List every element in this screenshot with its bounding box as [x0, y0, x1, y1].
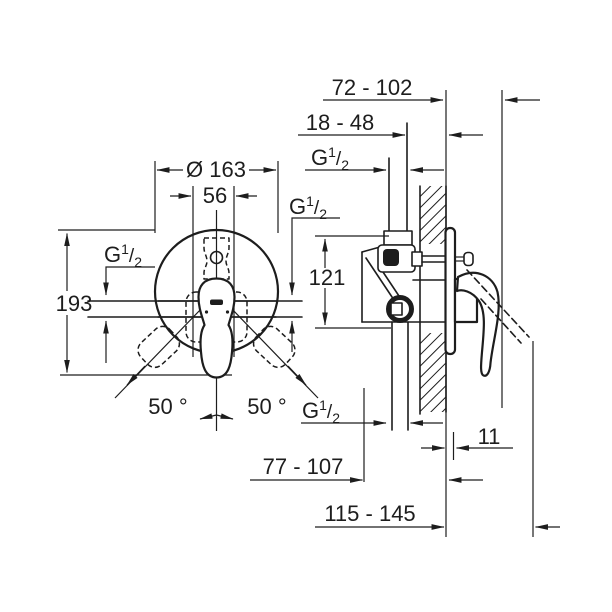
dim-g12-left-label: G1/2 [104, 241, 142, 270]
front-view [58, 161, 319, 431]
dim-50-left-label: 50 ° [148, 394, 187, 419]
screw-cap [463, 251, 474, 267]
dim-g12-mid-label: G1/2 [289, 193, 327, 222]
brand-mark-side [383, 249, 399, 266]
handle-dot-left [204, 310, 209, 314]
cartridge-screw-hole [209, 250, 224, 265]
arc-arrow-left [199, 413, 217, 420]
dim-11-label: 11 [478, 424, 501, 449]
dimension-annotations: 72 - 102 18 - 48 G1/2 G1/2 Ø 163 56 G1/2… [56, 75, 560, 537]
body-brace-1 [361, 246, 381, 253]
dim-g12-bottom-label: G1/2 [302, 397, 340, 426]
dim-g12-upper-label: G1/2 [311, 144, 349, 173]
handle-dot-right [225, 310, 230, 314]
lever-handle-side [455, 271, 500, 377]
dim-18-48-label: 18 - 48 [306, 110, 375, 135]
outlet-port-notch [390, 302, 403, 316]
handle-position-right-dashed [252, 325, 296, 369]
wall-hatch-lower [420, 333, 446, 412]
dim-50-right-label: 50 ° [247, 394, 286, 419]
arc-arrow-right [216, 413, 234, 420]
angle-arrow-right [287, 365, 307, 386]
escutcheon-plate-side [444, 226, 457, 356]
brand-mark-front [210, 299, 223, 305]
body-brace-2 [365, 257, 395, 301]
dim-56-label: 56 [203, 183, 227, 208]
spindle-hex [411, 251, 423, 267]
dim-72-102-label: 72 - 102 [332, 75, 413, 100]
dim-g12-left-leader [103, 266, 155, 296]
lever-handle-front [197, 277, 236, 379]
dim-g12-mid-leader [289, 217, 340, 296]
handle-position-left-dashed [137, 325, 181, 369]
dim-115-145-label: 115 - 145 [324, 501, 415, 526]
angle-arrow-left [126, 365, 146, 386]
handle-open-dashed-1 [466, 269, 530, 338]
side-view [361, 90, 530, 537]
dim-77-107-label: 77 - 107 [263, 454, 344, 479]
union-nut [383, 230, 413, 246]
concealed-cartridge-outline [203, 237, 230, 280]
handle-open-dashed-2 [480, 298, 522, 344]
wall-hatch-upper [420, 186, 446, 244]
dim-121-label: 121 [309, 265, 346, 290]
dim-163-label: Ø 163 [186, 157, 246, 182]
outlet-port-ring [386, 295, 414, 323]
dim-193-label: 193 [56, 291, 93, 316]
